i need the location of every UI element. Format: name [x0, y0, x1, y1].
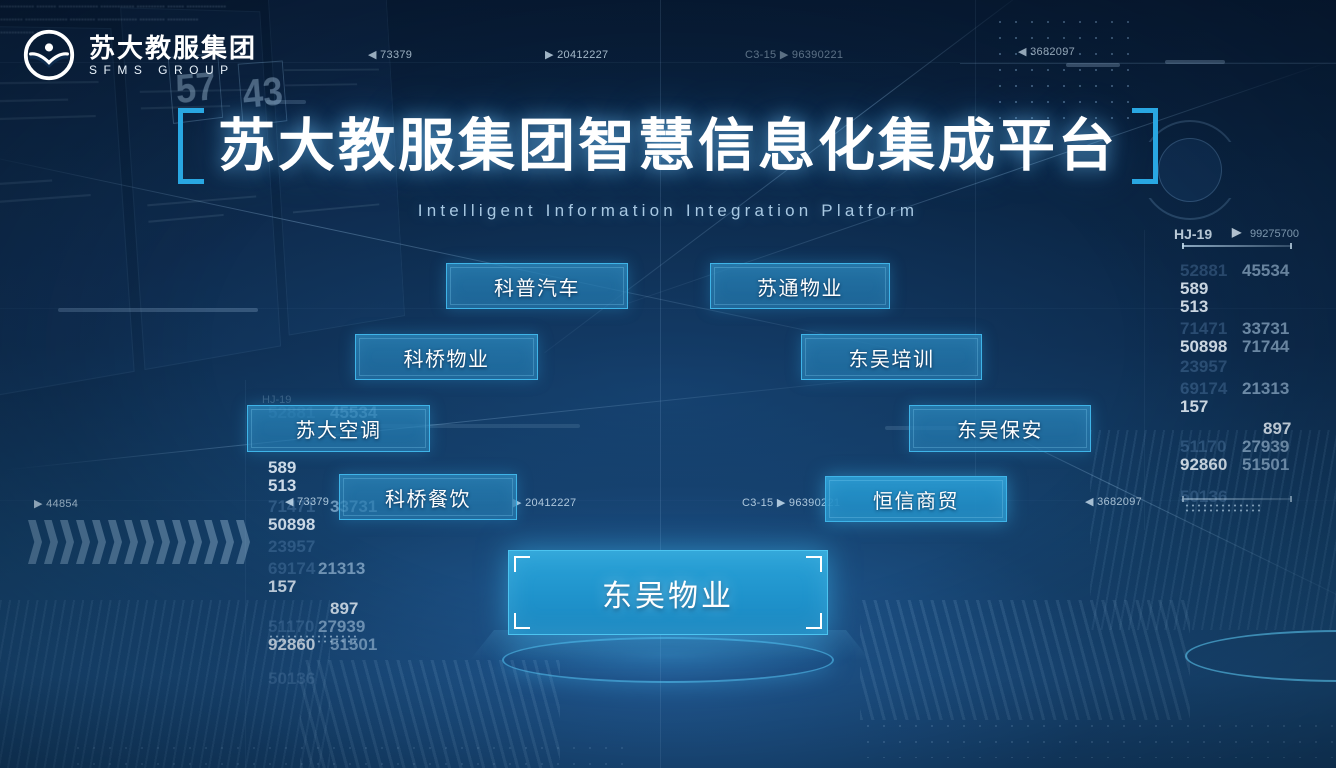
brand-name-cn: 苏大教服集团	[89, 35, 257, 61]
corner-bracket-icon	[806, 556, 822, 572]
title-bracket-right-icon	[1132, 108, 1158, 184]
title-bracket-left-icon	[178, 108, 204, 184]
org-node-sutong-property[interactable]: 苏通物业	[710, 263, 890, 309]
org-node-keqiao-property[interactable]: 科桥物业	[355, 334, 538, 380]
org-node-label: 苏通物业	[757, 272, 843, 301]
org-node-label: 科桥物业	[404, 343, 490, 372]
page-subtitle: Intelligent Information Integration Plat…	[0, 201, 1336, 221]
org-node-label: 东吴培训	[849, 343, 935, 372]
corner-bracket-icon	[806, 613, 822, 629]
org-node-sudah-hvac[interactable]: 苏大空调	[247, 405, 430, 452]
org-node-label: 东吴保安	[957, 414, 1043, 443]
corner-bracket-icon	[514, 613, 530, 629]
brand-name-en: SFMS GROUP	[89, 64, 257, 76]
org-node-dongwu-training[interactable]: 东吴培训	[801, 334, 982, 380]
org-node-label: 恒信商贸	[873, 485, 959, 514]
page-title-block: 苏大教服集团智慧信息化集成平台 Intelligent Information …	[0, 108, 1336, 221]
corner-bracket-icon	[514, 556, 530, 572]
brand-logo: 苏大教服集团 SFMS GROUP	[22, 28, 257, 82]
org-node-label: 苏大空调	[296, 414, 382, 443]
sfms-wave-logo-icon	[22, 28, 76, 82]
page-title: 苏大教服集团智慧信息化集成平台	[218, 108, 1118, 184]
org-root-node-label: 东吴物业	[602, 571, 734, 615]
pedestal-ring	[502, 637, 834, 683]
org-node-kepu-auto[interactable]: 科普汽车	[446, 263, 628, 309]
org-node-dongwu-security[interactable]: 东吴保安	[909, 405, 1091, 452]
org-node-keqiao-catering[interactable]: 科桥餐饮	[339, 474, 517, 520]
org-node-label: 科桥餐饮	[385, 483, 471, 512]
org-node-label: 科普汽车	[494, 272, 580, 301]
org-root-node-dongwu-property[interactable]: 东吴物业	[508, 550, 828, 635]
org-node-hengxin-trade[interactable]: 恒信商贸	[825, 476, 1007, 522]
